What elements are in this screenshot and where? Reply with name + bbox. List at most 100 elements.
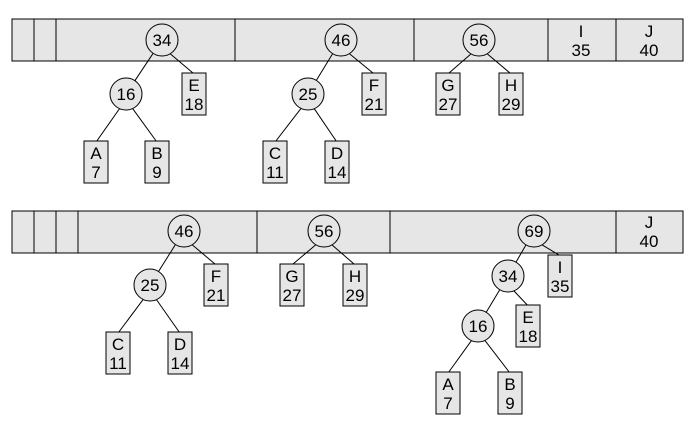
tree-edge <box>485 289 501 313</box>
tree-edge <box>169 53 194 74</box>
bottom-bar-cell <box>11 210 35 254</box>
leaf-node <box>262 140 288 184</box>
leaf-letter: F <box>369 76 379 95</box>
tree-edge <box>275 108 302 142</box>
leaf-node <box>181 72 207 116</box>
leaf-value: 18 <box>185 95 204 114</box>
leaf-node <box>361 72 387 116</box>
bottom-bar-cell <box>389 210 617 254</box>
slot-letter: J <box>645 213 654 232</box>
leaf-letter: G <box>285 267 298 286</box>
top-bar-cell <box>11 18 35 62</box>
leaf-value: 14 <box>328 163 347 182</box>
tree-edge <box>134 53 154 81</box>
tree-edge <box>349 53 374 74</box>
internal-node <box>461 309 495 343</box>
leaf-letter: I <box>558 258 563 277</box>
bottom-bar-cell <box>33 210 57 254</box>
leaf-value: 7 <box>91 163 100 182</box>
leaf-value: 14 <box>171 354 190 373</box>
leaf-letter: D <box>174 335 186 354</box>
leaf-letter: A <box>442 375 454 394</box>
internal-node <box>109 77 143 111</box>
node-weight: 46 <box>175 222 194 241</box>
tree-edge <box>331 244 355 265</box>
leaf-letter: D <box>331 144 343 163</box>
node-weight: 25 <box>299 85 318 104</box>
tree-edge <box>158 244 176 272</box>
leaf-letter: B <box>151 144 162 163</box>
internal-node <box>324 23 358 57</box>
internal-node <box>145 23 179 57</box>
leaf-value: 35 <box>551 277 570 296</box>
tree-edge <box>96 108 120 142</box>
node-weight: 16 <box>117 85 136 104</box>
node-weight: 69 <box>525 222 544 241</box>
tree-edge <box>515 244 527 263</box>
node-weight: 56 <box>470 31 489 50</box>
top-bar-cell <box>33 18 57 62</box>
node-weight: 25 <box>141 276 160 295</box>
leaf-node <box>435 72 461 116</box>
slot-letter: J <box>645 22 654 41</box>
leaf-value: 21 <box>207 286 226 305</box>
leaf-value: 11 <box>109 354 127 373</box>
internal-node <box>517 214 551 248</box>
leaf-letter: C <box>269 144 281 163</box>
leaf-value: 9 <box>152 163 161 182</box>
leaf-node <box>324 140 350 184</box>
internal-node <box>462 23 496 57</box>
leaf-value: 21 <box>365 95 384 114</box>
tree-edge <box>313 108 337 142</box>
leaf-node <box>498 72 524 116</box>
leaf-letter: H <box>349 267 361 286</box>
tree-edge <box>118 299 144 333</box>
tree-edge <box>156 299 180 333</box>
leaf-value: 27 <box>439 95 458 114</box>
leaf-value: 18 <box>519 327 538 346</box>
internal-node <box>167 214 201 248</box>
tree-edge <box>132 108 157 142</box>
tree-edge <box>486 53 511 74</box>
node-weight: 34 <box>499 267 518 286</box>
leaf-node <box>515 304 541 348</box>
bottom-bar-cell <box>615 210 684 254</box>
leaf-value: 11 <box>266 163 284 182</box>
tree-edge <box>448 53 472 74</box>
leaf-node <box>83 140 109 184</box>
leaf-letter: A <box>90 144 102 163</box>
leaf-value: 9 <box>505 394 514 413</box>
node-weight: 16 <box>469 317 488 336</box>
leaf-letter: H <box>505 76 517 95</box>
leaf-node <box>203 263 229 307</box>
slot-value: 40 <box>640 41 659 60</box>
leaf-node <box>547 254 573 298</box>
leaf-node <box>167 331 193 375</box>
internal-node <box>133 268 167 302</box>
slot-value: 35 <box>572 41 591 60</box>
bottom-bar-cell <box>55 210 79 254</box>
leaf-node <box>435 371 461 415</box>
leaf-value: 7 <box>443 394 452 413</box>
leaf-value: 27 <box>283 286 302 305</box>
tree-edge <box>513 290 528 306</box>
leaf-letter: C <box>112 335 124 354</box>
internal-node <box>491 259 525 293</box>
leaf-letter: E <box>188 76 199 95</box>
leaf-value: 29 <box>346 286 365 305</box>
leaf-node <box>342 263 368 307</box>
leaf-node <box>497 371 523 415</box>
bottom-bar-cell <box>77 210 258 254</box>
top-bar-cell <box>615 18 684 62</box>
tree-edge <box>484 340 510 373</box>
tree-edge <box>448 340 472 373</box>
leaf-node <box>105 331 131 375</box>
node-weight: 56 <box>315 222 334 241</box>
node-weight: 34 <box>153 31 172 50</box>
slot-letter: I <box>579 22 584 41</box>
node-weight: 46 <box>332 31 351 50</box>
internal-node <box>291 77 325 111</box>
leaf-letter: G <box>441 76 454 95</box>
